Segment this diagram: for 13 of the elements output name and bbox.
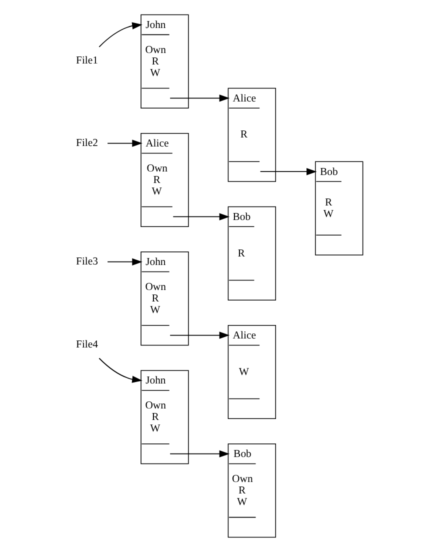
- node-text: File2: [76, 137, 98, 150]
- arrow: [169, 332, 230, 339]
- arrow: [98, 22, 142, 48]
- node-text: File1: [76, 54, 98, 67]
- arrow: [172, 213, 230, 220]
- arrow: [259, 168, 316, 176]
- node-text: File3: [76, 256, 98, 268]
- node-text: File4: [76, 338, 98, 350]
- arrow: [106, 140, 142, 147]
- arrow: [169, 94, 230, 102]
- arrow: [106, 258, 142, 266]
- arrow: [169, 450, 230, 458]
- arrow: [98, 358, 142, 383]
